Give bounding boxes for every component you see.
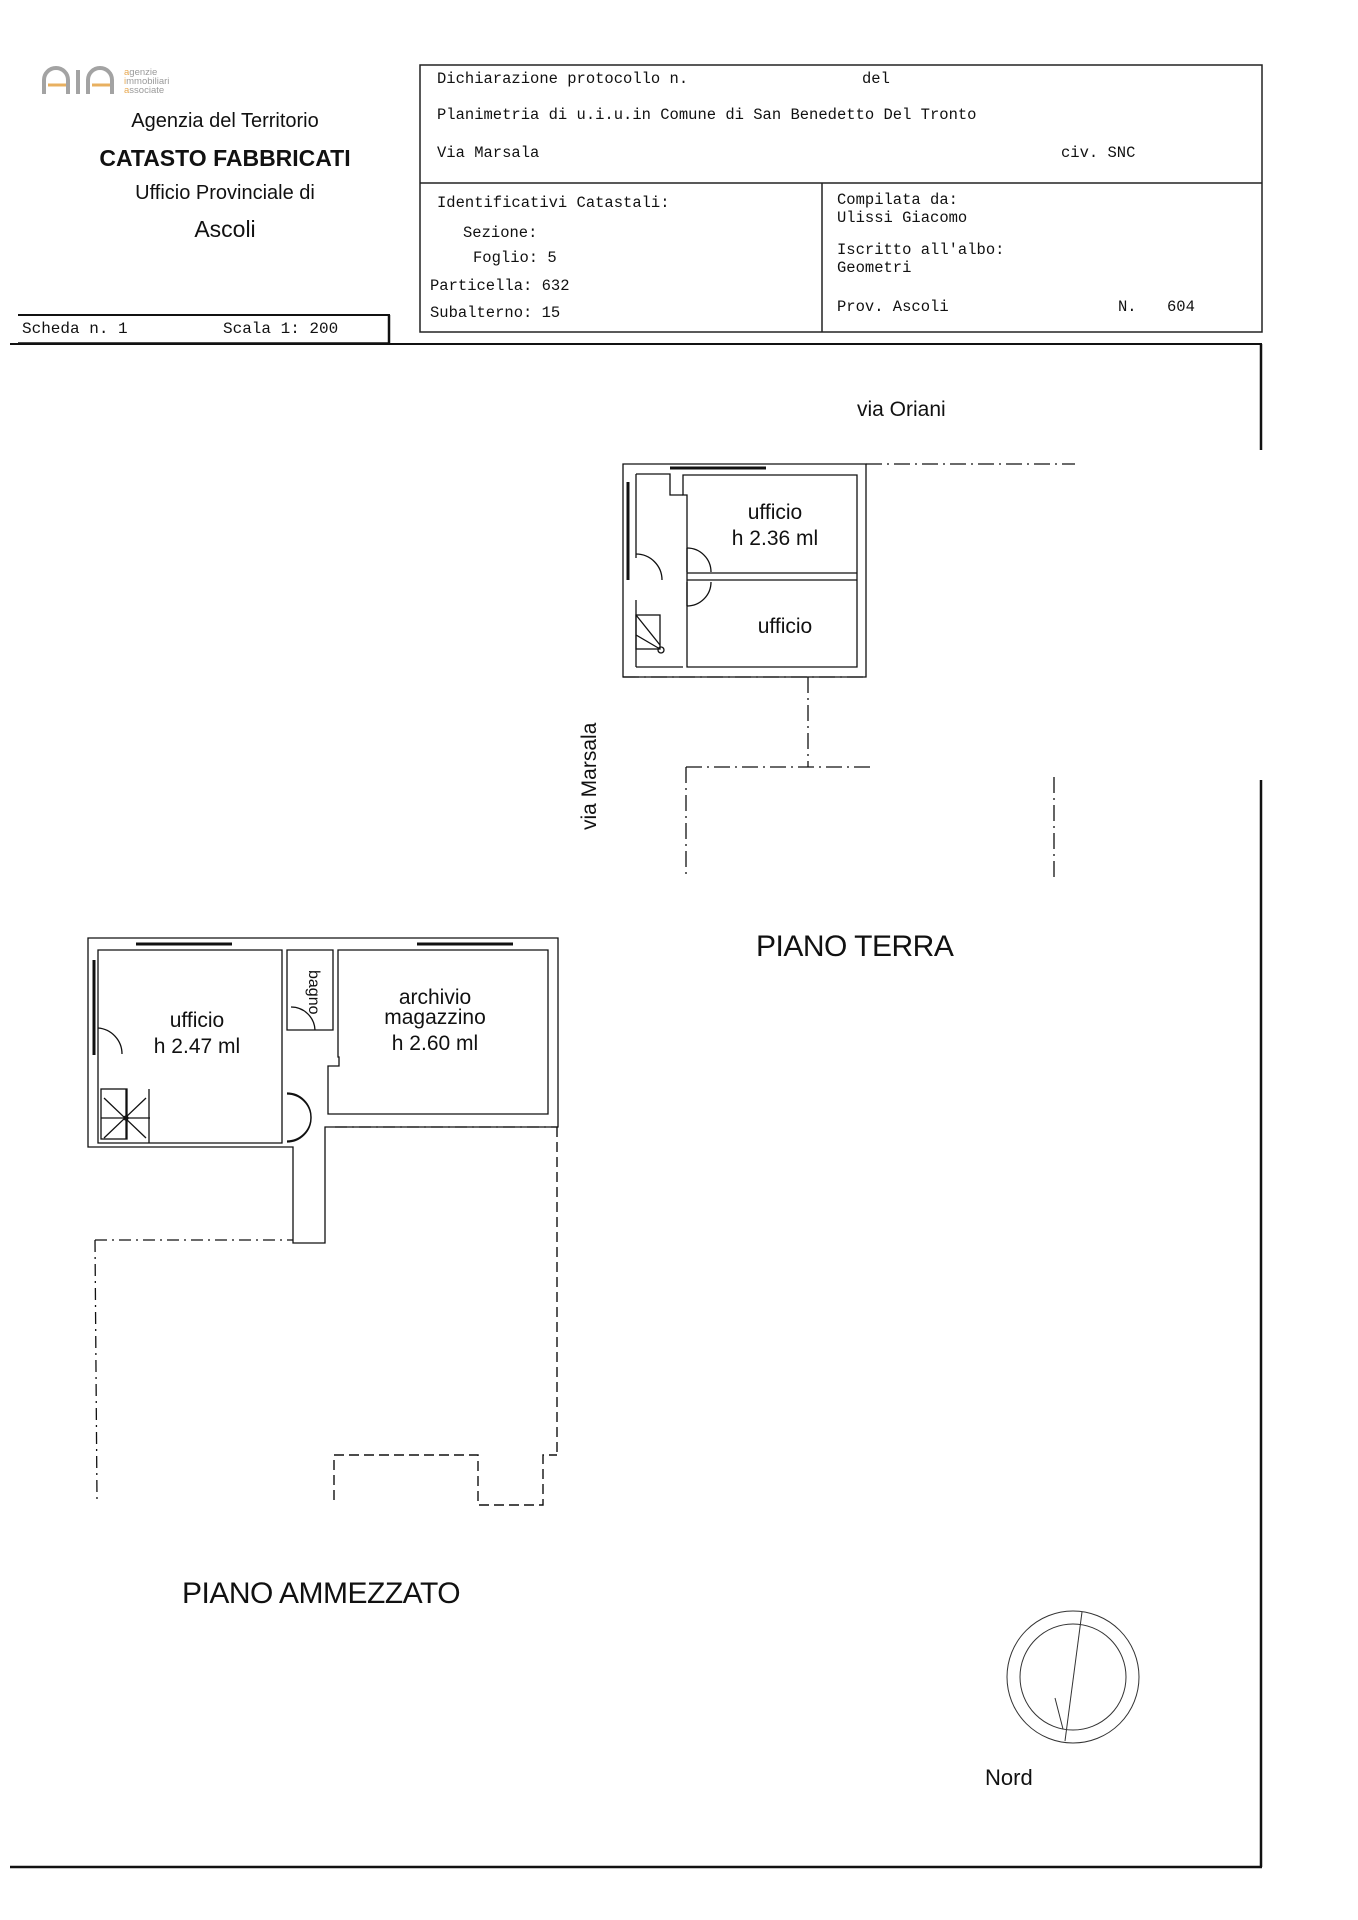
piano-ammezzato-boundary: [94, 1126, 558, 1501]
albo-value: Geometri: [837, 259, 912, 277]
scheda-number: Scheda n. 1: [22, 320, 128, 338]
provincia: Ascoli: [194, 216, 256, 242]
albo-label: Iscritto all'albo:: [837, 241, 1005, 259]
civic-number: civ. SNC: [1061, 144, 1136, 162]
scale-value: Scala 1: 200: [223, 320, 339, 338]
foglio-field: Foglio: 5: [473, 249, 557, 267]
sezione-field: Sezione:: [463, 224, 538, 242]
logo-line3: associate: [124, 85, 165, 96]
room-ufficio-ammezzato: ufficio h 2.47 ml: [122, 1008, 272, 1060]
street-label-top: via Oriani: [857, 398, 946, 421]
room-name: ufficio: [169, 1009, 225, 1032]
header-box-border: [419, 64, 1263, 333]
piano-ammezzato-plan: [87, 937, 559, 1244]
compilata-label: Compilata da:: [837, 191, 958, 209]
particella-field: Particella: 632: [430, 277, 570, 295]
room-name-line1: archivio: [398, 986, 472, 1009]
province-field: Prov. Ascoli: [837, 298, 949, 316]
piano-terra-boundary: [623, 463, 1075, 877]
ufficio-provinciale: Ufficio Provinciale di: [135, 182, 315, 204]
protocol-label: Dichiarazione protocollo n.: [437, 70, 689, 88]
room-ufficio-terra-2: ufficio: [710, 614, 860, 640]
room-bagno: bagno: [305, 970, 322, 1015]
catasto-title: CATASTO FABBRICATI: [99, 145, 351, 171]
logo-initial-a: a: [124, 67, 130, 78]
room-name-line2: magazzino: [384, 1006, 486, 1029]
street-label-left: via Marsala: [578, 722, 601, 830]
logo-text: agenzie immobiliari associate: [124, 67, 170, 96]
piano-terra-title: PIANO TERRA: [756, 930, 954, 963]
room-height: h 2.36 ml: [731, 527, 819, 550]
drawing-frame: [10, 343, 1263, 1869]
planimetria-line: Planimetria di u.i.u.in Comune di San Be…: [437, 106, 977, 124]
registration-number: 604: [1167, 298, 1195, 316]
registration-number-label: N.: [1118, 298, 1137, 316]
address: Via Marsala: [437, 144, 540, 162]
identificativi-title: Identificativi Catastali:: [437, 194, 670, 212]
compass-label: Nord: [985, 1765, 1033, 1790]
room-archivio-magazzino: archivio magazzino h 2.60 ml: [360, 986, 510, 1055]
piano-ammezzato-title: PIANO AMMEZZATO: [182, 1577, 461, 1610]
subalterno-field: Subalterno: 15: [430, 304, 561, 322]
logo-line2: immobiliari: [124, 76, 170, 87]
logo-line1: genzie: [129, 67, 158, 78]
room-name: ufficio: [757, 615, 813, 638]
room-ufficio-terra-1: ufficio h 2.36 ml: [700, 500, 850, 552]
piano-terra-plan: [622, 463, 867, 678]
aia-logo-icon: [42, 66, 114, 94]
room-name: ufficio: [747, 501, 803, 524]
agency-name: Agenzia del Territorio: [131, 110, 319, 132]
compiler-name: Ulissi Giacomo: [837, 209, 968, 227]
room-height: h 2.60 ml: [391, 1032, 479, 1055]
room-height: h 2.47 ml: [153, 1035, 241, 1058]
protocol-date-label: del: [862, 70, 890, 88]
north-compass-icon: [1006, 1610, 1140, 1744]
